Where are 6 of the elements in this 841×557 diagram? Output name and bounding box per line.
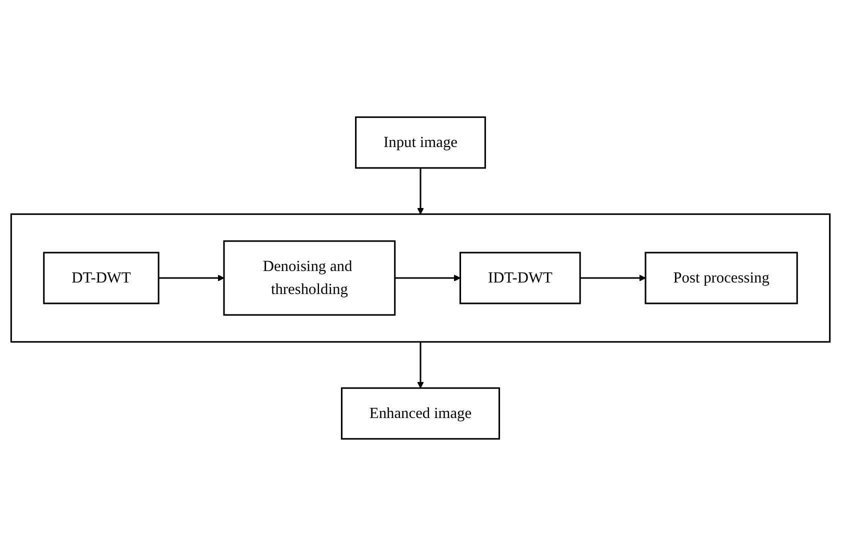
process-box: Denoising and thresholding [223,240,396,316]
process-box: DT-DWT [43,252,160,305]
process-box: Enhanced image [340,388,500,440]
process-box: Input image [355,116,486,170]
process-box: Post processing [644,252,798,305]
process-box: IDT-DWT [460,252,581,305]
